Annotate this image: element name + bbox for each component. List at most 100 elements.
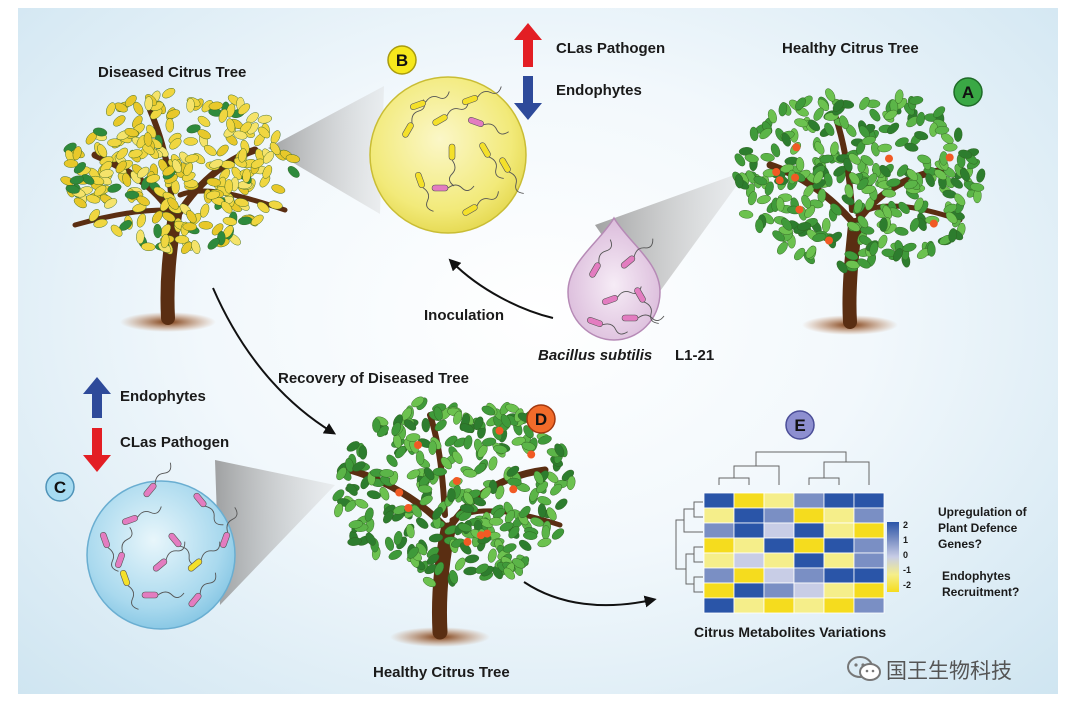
leaf: [886, 178, 901, 188]
bacterium: [634, 287, 659, 324]
leaf: [218, 108, 228, 123]
label-question-defence-2: Plant Defence: [938, 521, 1018, 535]
heatmap-cell: [703, 552, 735, 569]
heatmap-cell: [853, 582, 885, 599]
leaf: [250, 214, 264, 226]
leaf: [933, 106, 946, 118]
heatmap-cell: [733, 552, 765, 569]
leaf: [487, 548, 497, 563]
leaf: [845, 260, 860, 269]
heatmap-cell: [763, 522, 795, 539]
leaf: [197, 115, 211, 127]
heatmap-cell: [703, 492, 735, 509]
leaf: [209, 159, 224, 169]
leaf: [406, 469, 421, 480]
leaf: [203, 144, 217, 156]
scale-tick-label: -1: [903, 565, 911, 575]
leaf: [268, 200, 283, 210]
leaf: [97, 144, 108, 158]
leaf: [807, 119, 821, 132]
leaf: [781, 132, 791, 147]
heatmap-cell: [823, 597, 855, 614]
leaf: [481, 437, 497, 447]
leaf: [914, 197, 924, 212]
leaf: [224, 179, 234, 194]
heatmap-cell: [763, 552, 795, 569]
scale-tick-label: 1: [903, 535, 908, 545]
leaf: [796, 222, 812, 231]
leaf: [943, 203, 958, 214]
leaf: [508, 525, 520, 539]
heatmap-cell: [733, 522, 765, 539]
bacterium: [431, 184, 475, 192]
leaf: [388, 549, 402, 560]
leaf: [226, 103, 236, 118]
leaf: [365, 532, 376, 546]
bacterium: [193, 492, 224, 526]
heatmap-cell: [823, 537, 855, 554]
leaf: [271, 184, 286, 194]
leaf: [336, 467, 347, 481]
circle-c-bacteria: [99, 462, 238, 610]
citrus-fruit: [885, 154, 893, 163]
citrus-fruit: [775, 176, 784, 185]
leaf: [881, 189, 896, 198]
leaf: [879, 217, 888, 232]
label-question-recruitment-2: Recruitment?: [942, 585, 1019, 599]
leaf: [107, 138, 122, 147]
leaf: [346, 441, 360, 452]
citrus-fruit: [476, 531, 485, 540]
leaf: [405, 433, 421, 442]
leaf: [208, 101, 223, 111]
heatmap-cell: [853, 537, 885, 554]
citrus-fruit: [945, 153, 954, 162]
leaf: [345, 458, 354, 473]
leaf: [747, 191, 757, 206]
recovery-arrow: [212, 287, 337, 435]
leaf: [348, 520, 363, 529]
leaf: [285, 154, 301, 163]
leaf: [122, 172, 132, 187]
svg-text:C: C: [54, 478, 66, 497]
leaf: [151, 210, 163, 224]
leaf: [447, 487, 456, 503]
citrus-fruit: [404, 504, 413, 512]
leaf: [379, 486, 390, 501]
leaf: [753, 175, 768, 186]
leaf: [222, 216, 237, 226]
heatmap-cell: [793, 567, 825, 584]
leaf: [502, 543, 517, 553]
leaf: [358, 445, 368, 460]
scale-tick-label: 2: [903, 520, 908, 530]
leaf: [88, 209, 100, 222]
leaf: [781, 218, 793, 231]
leaf: [160, 224, 171, 237]
label-c-pathogen: CLas Pathogen: [120, 434, 229, 451]
bacterium: [589, 239, 612, 278]
leaf: [153, 223, 162, 239]
leaf: [136, 229, 145, 244]
citrus-fruit: [791, 173, 800, 182]
leaf: [63, 159, 79, 168]
leaf: [263, 151, 275, 164]
leaf: [744, 153, 759, 163]
citrus-fruit: [792, 143, 801, 152]
leaf: [432, 506, 443, 520]
leaf: [812, 233, 827, 242]
leaf: [904, 142, 919, 152]
leaf: [959, 168, 970, 182]
leaf: [106, 102, 116, 117]
leaf: [136, 213, 146, 228]
heatmap-cell: [733, 507, 765, 524]
citrus-fruit: [483, 529, 492, 538]
leaf: [794, 118, 809, 128]
leaf: [814, 141, 825, 155]
leaf: [530, 517, 545, 527]
leaf: [813, 170, 824, 184]
leaf: [69, 175, 84, 185]
leaf: [124, 127, 139, 138]
leaf: [566, 475, 576, 491]
bacterium: [99, 532, 119, 572]
heatmap-cell: [733, 537, 765, 554]
badge-c: C: [45, 472, 75, 502]
